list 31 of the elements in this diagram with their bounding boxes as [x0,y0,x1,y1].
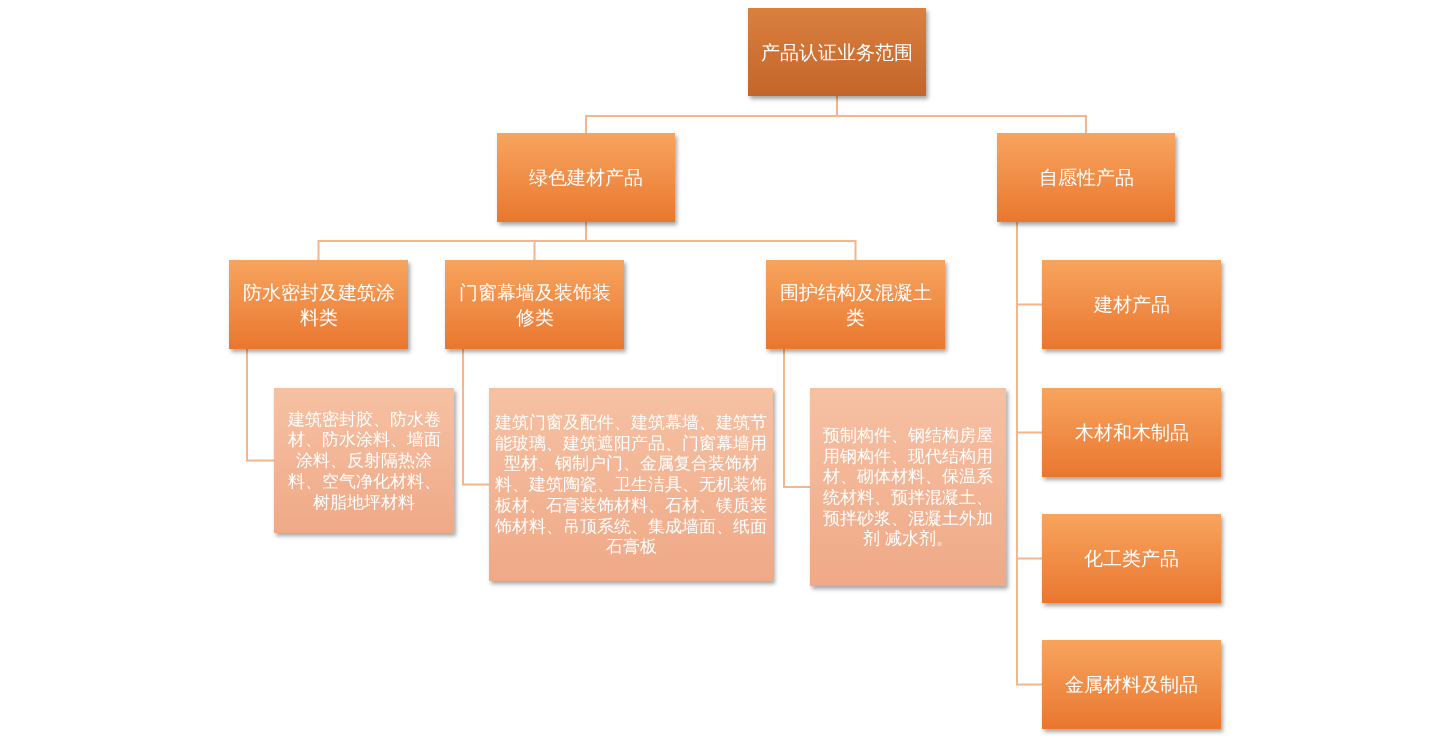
box-text: 围护结构及混凝土类 [778,279,933,330]
connector-line [836,95,1087,134]
category-box [1042,640,1221,729]
category-box [1042,514,1221,603]
detail-box [274,388,454,533]
category-box [445,260,624,349]
detail-box [489,388,773,581]
box-text: 门窗幕墙及装饰装修类 [457,279,612,330]
box-text: 产品认证业务范围 [761,39,913,65]
box-text: 木材和木制品 [1074,420,1189,445]
connector-line [246,348,275,462]
connector-line [585,221,857,261]
category-box [1042,260,1221,349]
box-text: 建材产品 [1093,292,1170,317]
category-box [766,260,945,349]
box-text: 预制构件、钢结构房屋用钢构件、现代结构用材、砌体材料、保温系统材料、预拌混凝土、预拌砂浆、混凝土外加剂 减水剂。 [822,424,994,550]
box-text: 建筑门窗及配件、建筑幕墙、建筑节能玻璃、建筑遮阳产品、门窗幕墙用型材、钢制户门、金属复合装饰材料、建筑陶瓷、卫生洁具、无机装饰板材、石膏装饰材料、石材、镁质装饰材料、吊顶系统、集成墙面、纸面石膏板 [495,411,767,558]
category-box [1042,388,1221,477]
category-box [997,133,1175,222]
box-text: 化工类产品 [1084,546,1179,571]
detail-box [810,388,1006,586]
box-text: 绿色建材产品 [529,165,643,190]
category-box [748,8,926,96]
category-box [229,260,408,349]
connector-line [783,348,811,488]
category-box [497,133,675,222]
box-text: 金属材料及制品 [1065,672,1198,697]
connector-line [462,348,490,486]
box-text: 自愿性产品 [1038,165,1134,190]
box-text: 防水密封及建筑涂料类 [241,279,396,330]
box-text: 建筑密封胶、防水卷材、防水涂料、墙面涂料、反射隔热涂料、空气净化材料、树脂地坪材料 [286,408,442,513]
